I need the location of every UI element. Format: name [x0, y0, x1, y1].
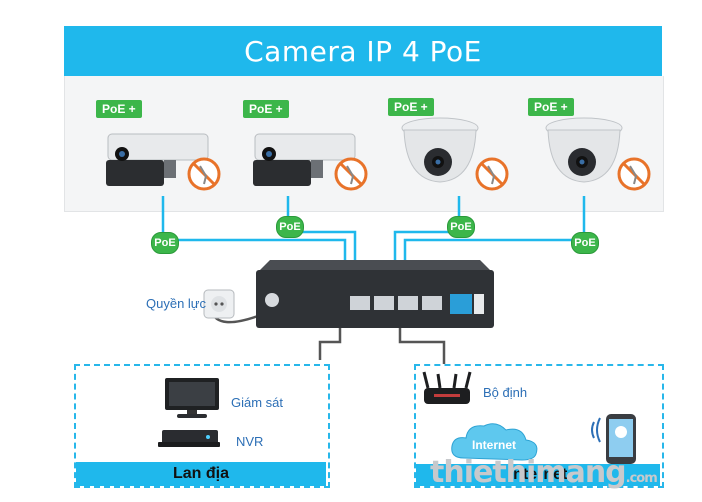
watermark-main: thiethimang	[430, 455, 627, 490]
smartphone-icon	[591, 414, 636, 464]
poe-plus-tag: PoE +	[243, 100, 289, 118]
poe-plus-tag: PoE +	[528, 98, 574, 116]
nvr-label: NVR	[236, 434, 264, 449]
camera-1: PoE +	[96, 100, 142, 118]
camera-4: PoE +	[528, 98, 574, 116]
poe-link-badge: PoE	[571, 232, 599, 254]
dome-camera-icon	[545, 117, 651, 191]
watermark-logo: thiethimang.com	[430, 455, 658, 490]
dome-camera-icon	[401, 117, 509, 191]
power-label: Quyền lực	[146, 296, 207, 311]
router-label: Bộ định	[483, 385, 528, 400]
router-icon	[422, 371, 472, 404]
watermark-suffix: .com	[625, 471, 658, 486]
cloud-icon	[451, 423, 538, 461]
cloud-label: Internet	[472, 438, 517, 452]
diagram-title: Camera IP 4 PoE	[64, 26, 662, 76]
poe-link-badge: PoE	[447, 216, 475, 238]
camera-2: PoE +	[243, 100, 289, 118]
monitor-icon	[165, 378, 219, 418]
nvr-icon	[158, 430, 220, 447]
bullet-camera-icon	[253, 133, 368, 191]
poe-plus-tag: PoE +	[388, 98, 434, 116]
poe-link-badge: PoE	[151, 232, 179, 254]
internet-zone-footer: Internet	[416, 464, 660, 486]
poe-link-badge: PoE	[276, 216, 304, 238]
monitor-label: Giám sát	[231, 395, 284, 410]
bullet-camera-icon	[106, 133, 221, 191]
lan-zone-footer: Lan địa	[76, 462, 326, 486]
camera-3: PoE +	[388, 98, 434, 116]
poe-plus-tag: PoE +	[96, 100, 142, 118]
power-outlet-icon	[203, 289, 235, 319]
poe-switch-icon	[256, 260, 494, 328]
